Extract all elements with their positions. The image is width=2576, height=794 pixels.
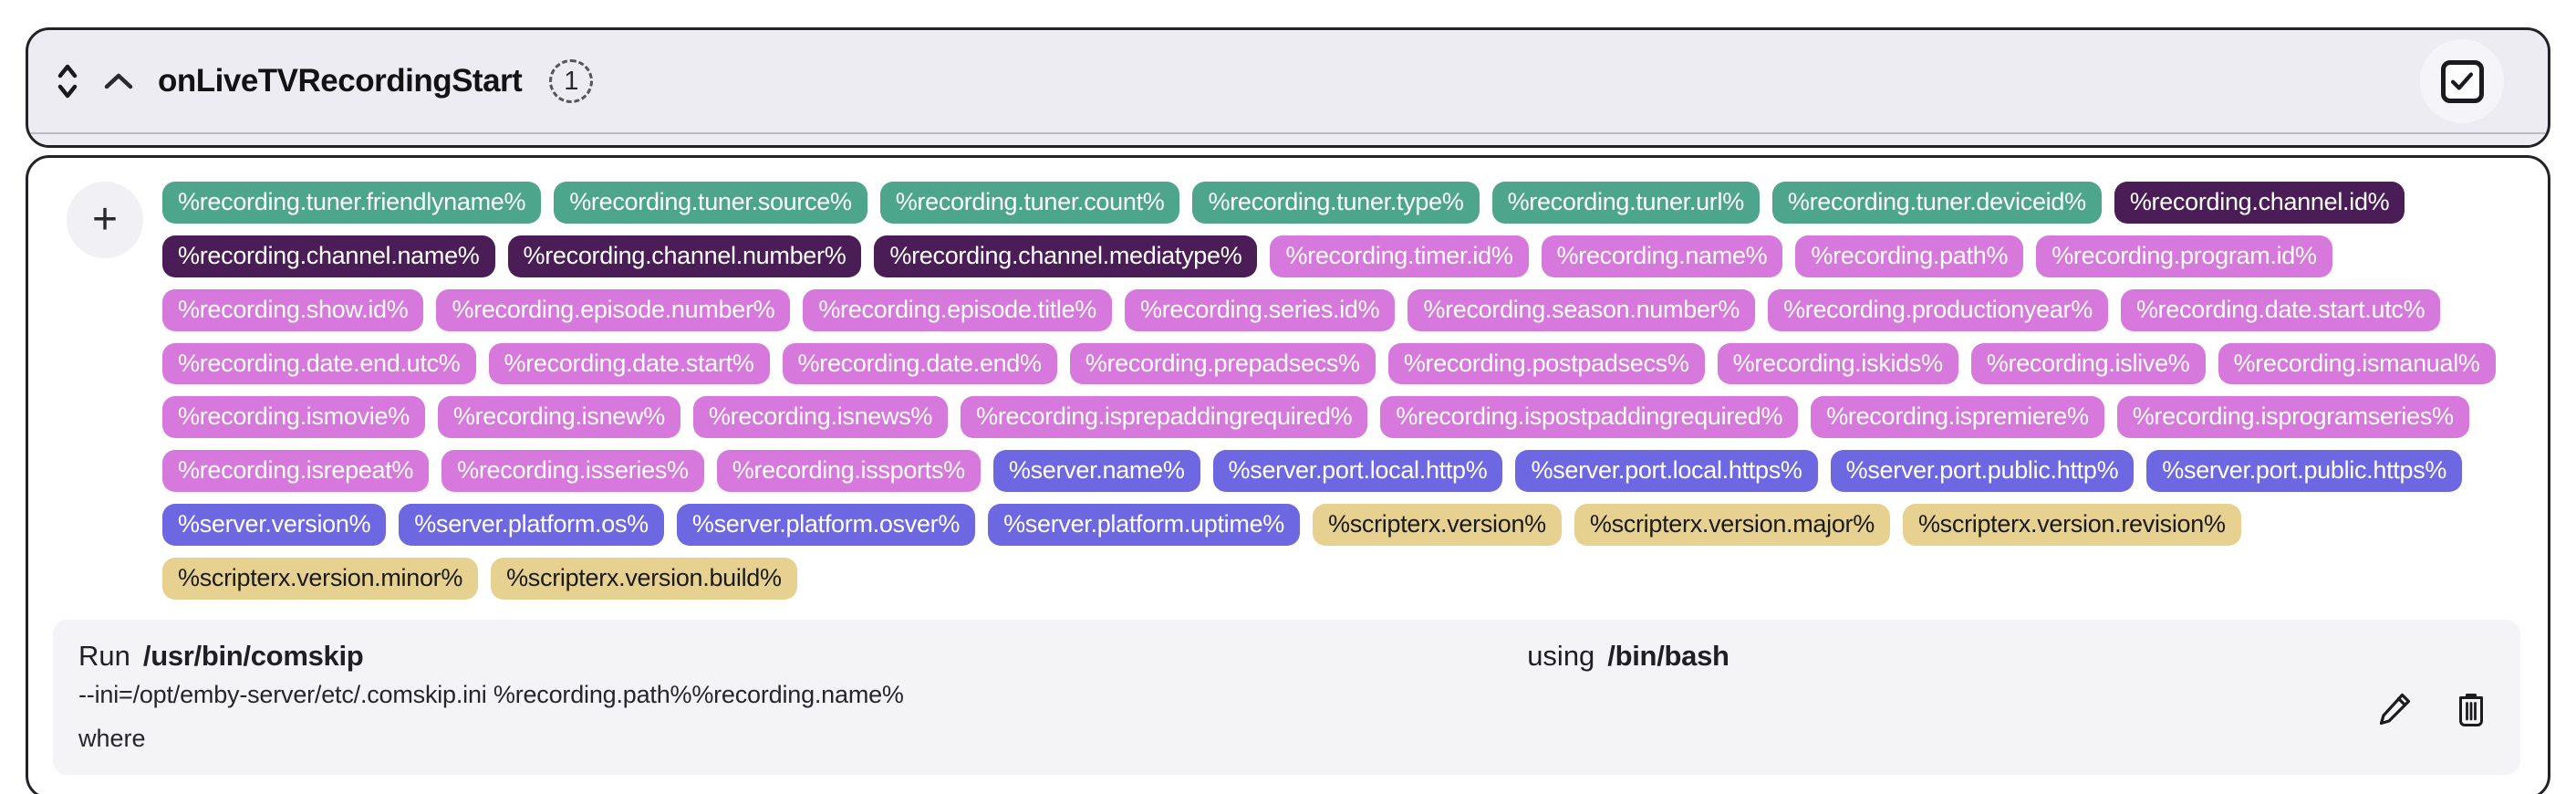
variable-chip[interactable]: %recording.season.number% <box>1407 288 1756 331</box>
variable-chip[interactable]: %recording.productionyear% <box>1768 288 2108 331</box>
variable-chip[interactable]: %server.port.public.http% <box>1830 450 2135 493</box>
variable-chip[interactable]: %recording.episode.number% <box>436 288 791 331</box>
checkbox-halo <box>2420 39 2504 123</box>
variable-chip[interactable]: %recording.iskids% <box>1717 342 1958 385</box>
variable-chip[interactable]: %recording.channel.name% <box>162 235 495 277</box>
header-divider <box>28 132 2548 134</box>
where-label: where <box>78 724 146 752</box>
variable-chip[interactable]: %server.port.public.https% <box>2146 450 2463 493</box>
variable-chip[interactable]: %server.platform.osver% <box>676 504 976 547</box>
delete-script-button[interactable] <box>2449 687 2493 731</box>
variable-chip[interactable]: %scripterx.version.build% <box>491 558 797 600</box>
variable-chip[interactable]: %recording.show.id% <box>162 288 424 331</box>
variable-chip[interactable]: %recording.channel.mediatype% <box>874 235 1258 277</box>
variable-chip[interactable]: %recording.date.start.utc% <box>2120 288 2441 331</box>
command-shell: /bin/bash <box>1607 639 1729 672</box>
collapse-button[interactable] <box>103 71 134 91</box>
variable-chip[interactable]: %recording.name% <box>1541 235 1783 277</box>
variable-chip[interactable]: %scripterx.version.minor% <box>162 558 479 600</box>
variable-chip[interactable]: %server.version% <box>162 504 387 547</box>
variable-chip[interactable]: %recording.episode.title% <box>803 288 1113 331</box>
variable-chip[interactable]: %scripterx.version.revision% <box>1902 504 2241 547</box>
trash-icon <box>2459 693 2483 726</box>
event-header-card: onLiveTVRecordingStart 1 <box>26 27 2550 148</box>
variable-chip[interactable]: %recording.timer.id% <box>1270 235 1529 277</box>
script-actions <box>2373 687 2493 731</box>
variable-chip[interactable]: %server.platform.os% <box>399 504 664 547</box>
chevron-up-icon <box>104 73 133 89</box>
variable-chip[interactable]: %recording.tuner.count% <box>879 182 1180 224</box>
event-title: onLiveTVRecordingStart <box>158 63 523 99</box>
variables-area: + %recording.tuner.friendlyname%%recordi… <box>53 182 2520 600</box>
variable-chip[interactable]: %recording.series.id% <box>1125 288 1396 331</box>
run-label: Run <box>78 639 130 672</box>
variable-chip[interactable]: %recording.path% <box>1795 235 2024 277</box>
variable-chip[interactable]: %recording.islive% <box>1970 342 2206 385</box>
up-down-arrows-icon <box>57 64 78 99</box>
command-details: Run/usr/bin/comskip --ini=/opt/emby-serv… <box>78 640 1527 753</box>
variable-chip[interactable]: %recording.date.end.utc% <box>162 342 476 385</box>
variable-chip[interactable]: %recording.tuner.type% <box>1192 182 1480 224</box>
script-count-badge: 1 <box>549 59 594 103</box>
add-script-button[interactable]: + <box>67 182 143 258</box>
variable-chip[interactable]: %recording.postpadsecs% <box>1387 342 1705 385</box>
variable-chip[interactable]: %server.platform.uptime% <box>988 504 1300 547</box>
variable-chip[interactable]: %recording.isrepeat% <box>162 450 430 493</box>
variable-chip[interactable]: %recording.channel.id% <box>2114 182 2405 224</box>
variable-chip[interactable]: %recording.tuner.url% <box>1491 182 1760 224</box>
using-label: using <box>1527 639 1595 672</box>
command-run-line: Run/usr/bin/comskip <box>78 640 1527 673</box>
header-footer-strip <box>28 134 2548 145</box>
variable-chip[interactable]: %recording.date.start% <box>488 342 770 385</box>
command-executable: /usr/bin/comskip <box>142 639 364 672</box>
variable-chip[interactable]: %recording.ispremiere% <box>1811 396 2104 439</box>
event-body-card: + %recording.tuner.friendlyname%%recordi… <box>26 155 2550 794</box>
event-enabled-checkbox[interactable] <box>2440 59 2484 103</box>
variable-chip[interactable]: %recording.program.id% <box>2036 235 2332 277</box>
reorder-handle[interactable] <box>56 61 79 101</box>
variable-chip[interactable]: %recording.tuner.friendlyname% <box>162 182 542 224</box>
variable-chip-list: %recording.tuner.friendlyname% %recording… <box>162 182 2520 600</box>
variable-chip[interactable]: %recording.isnews% <box>692 396 949 439</box>
variable-chip[interactable]: %recording.isprepaddingrequired% <box>961 396 1368 439</box>
variable-chip[interactable]: %recording.ismanual% <box>2218 342 2496 385</box>
variable-chip[interactable]: %scripterx.version% <box>1313 504 1562 547</box>
variable-chip[interactable]: %recording.ismovie% <box>162 396 425 439</box>
variable-chip[interactable]: %recording.prepadsecs% <box>1069 342 1376 385</box>
command-arguments: --ini=/opt/emby-server/etc/.comskip.ini … <box>78 680 904 708</box>
variable-chip[interactable]: %recording.isseries% <box>441 450 704 493</box>
event-accordion: onLiveTVRecordingStart 1 + %recording.tu… <box>26 27 2550 794</box>
variable-chip[interactable]: %scripterx.version.major% <box>1574 504 1890 547</box>
variable-chip[interactable]: %recording.isnew% <box>437 396 680 439</box>
variable-chip[interactable]: %server.port.local.https% <box>1515 450 1818 493</box>
variable-chip[interactable]: %recording.date.end% <box>782 342 1057 385</box>
variable-chip[interactable]: %recording.isprogramseries% <box>2116 396 2469 439</box>
variable-chip[interactable]: %recording.tuner.deviceid% <box>1771 182 2102 224</box>
variable-chip[interactable]: %recording.channel.number% <box>507 235 862 277</box>
event-header-row: onLiveTVRecordingStart 1 <box>28 30 2548 132</box>
variable-chip[interactable]: %recording.issports% <box>716 450 981 493</box>
command-using-line: using/bin/bash <box>1527 640 2493 673</box>
command-shell-column: using/bin/bash <box>1527 640 2493 753</box>
script-summary-box: Run/usr/bin/comskip --ini=/opt/emby-serv… <box>53 619 2520 775</box>
variable-chip[interactable]: %server.name% <box>992 450 1200 493</box>
pencil-icon <box>2379 693 2411 725</box>
variable-chip[interactable]: %recording.tuner.source% <box>554 182 867 224</box>
variable-chip[interactable]: %recording.ispostpaddingrequired% <box>1380 396 1799 439</box>
check-icon <box>2450 72 2474 90</box>
variable-chip[interactable]: %server.port.local.http% <box>1212 450 1503 493</box>
edit-script-button[interactable] <box>2373 687 2416 731</box>
